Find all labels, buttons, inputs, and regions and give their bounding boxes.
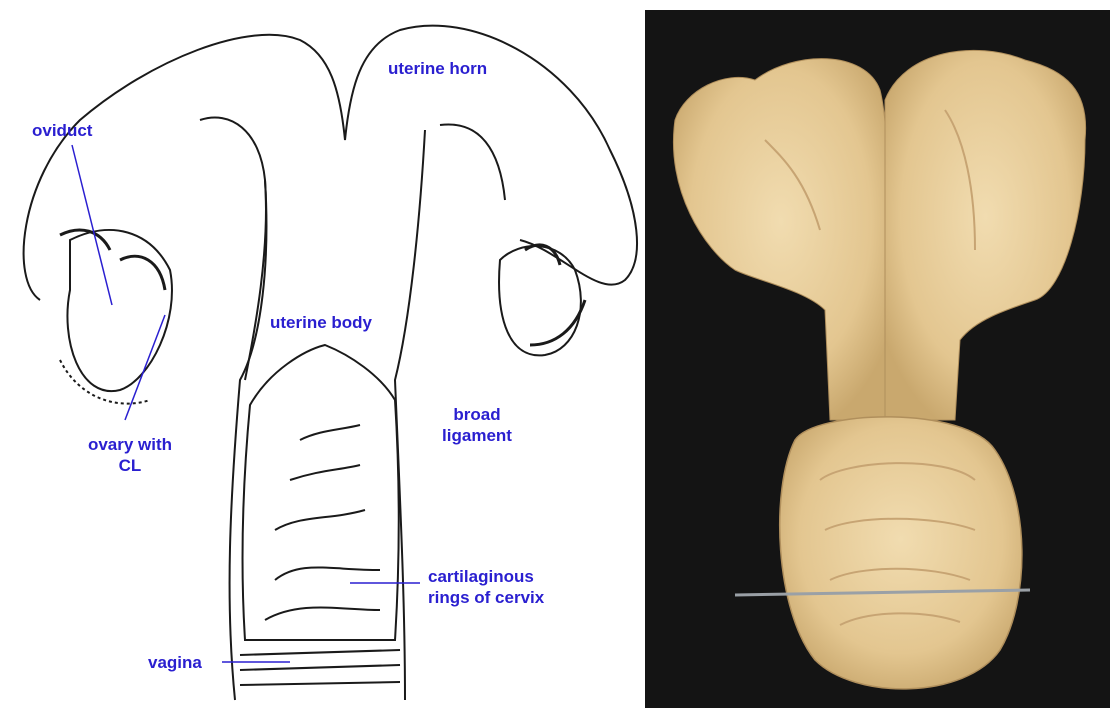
uterine-body-right	[395, 130, 425, 700]
label-ovary-line1: ovary with	[80, 434, 180, 455]
left-horn-inner	[200, 118, 266, 381]
right-ovary	[499, 246, 581, 355]
label-uterine-horn: uterine horn	[388, 58, 487, 79]
label-broad-ligament-line2: ligament	[432, 425, 522, 446]
photo-right-horn	[885, 50, 1086, 420]
label-broad-ligament: broad ligament	[432, 404, 522, 446]
photo-left-horn	[673, 59, 888, 420]
label-ovary-line2: CL	[80, 455, 180, 476]
label-vagina: vagina	[148, 652, 202, 673]
dissected-uterus-photo	[645, 10, 1110, 708]
ovary-pointer	[125, 315, 165, 420]
label-ovary-with-cl: ovary with CL	[80, 434, 180, 476]
right-horn-inner	[440, 124, 505, 200]
left-ovary	[67, 230, 172, 391]
label-broad-ligament-line1: broad	[432, 404, 522, 425]
photo-cervix	[780, 417, 1022, 689]
label-uterine-body: uterine body	[270, 312, 372, 333]
oviduct-pointer	[72, 145, 112, 305]
label-cartilaginous-line2: rings of cervix	[428, 587, 544, 608]
photo-illustration	[645, 10, 1110, 708]
uterus-diagram-panel: uterine horn oviduct uterine body broad …	[0, 0, 640, 708]
label-oviduct: oviduct	[32, 120, 92, 141]
uterus-outline	[24, 26, 637, 300]
label-cartilaginous-rings: cartilaginous rings of cervix	[428, 566, 544, 608]
label-cartilaginous-line1: cartilaginous	[428, 566, 544, 587]
cervix-outline	[243, 345, 399, 640]
